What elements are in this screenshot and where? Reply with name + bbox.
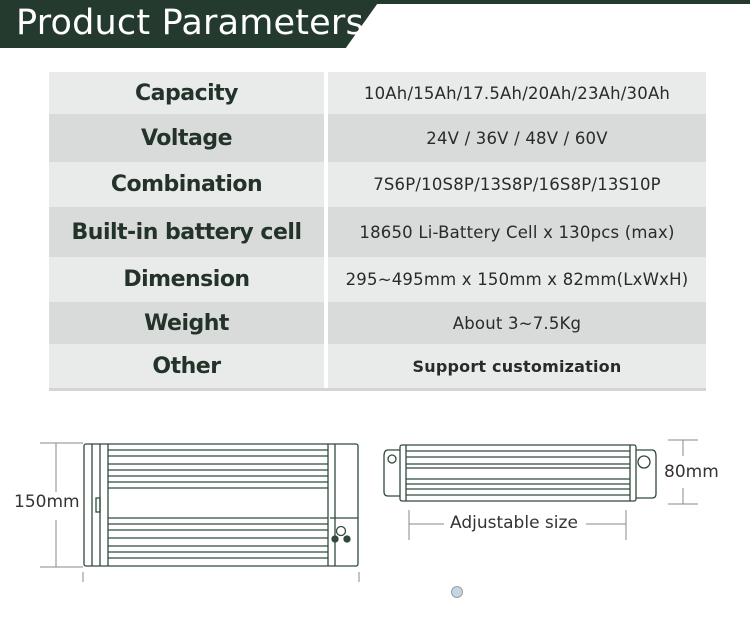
- parameters-table: Capacity 10Ah/15Ah/17.5Ah/20Ah/23Ah/30Ah…: [49, 72, 706, 388]
- param-value: 24V / 36V / 48V / 60V: [328, 114, 706, 162]
- table-bottom-border: [49, 388, 706, 391]
- param-value: Support customization: [328, 344, 706, 388]
- table-row-dimension: Dimension 295~495mm x 150mm x 82mm(LxWxH…: [49, 257, 706, 302]
- param-value: About 3~7.5Kg: [328, 302, 706, 344]
- table-row-other: Other Support customization: [49, 344, 706, 388]
- param-label: Built-in battery cell: [49, 207, 324, 257]
- param-label: Other: [49, 344, 324, 388]
- title-banner: [0, 0, 380, 48]
- table-row-battery-cell: Built-in battery cell 18650 Li-Battery C…: [49, 207, 706, 257]
- table-row-combination: Combination 7S6P/10S8P/13S8P/16S8P/13S10…: [49, 162, 706, 207]
- width-dimension-label: 150mm: [14, 492, 80, 512]
- height-dimension-label: 80mm: [664, 462, 719, 482]
- battery-side-view-diagram: [383, 439, 698, 540]
- param-value: 7S6P/10S8P/13S8P/16S8P/13S10P: [328, 162, 706, 207]
- param-label: Weight: [49, 302, 324, 344]
- param-label: Dimension: [49, 257, 324, 302]
- param-label: Voltage: [49, 114, 324, 162]
- battery-top-view-diagram: [40, 442, 360, 582]
- param-value: 295~495mm x 150mm x 82mm(LxWxH): [328, 257, 706, 302]
- page-title: Product Parameters: [16, 3, 364, 43]
- param-label: Combination: [49, 162, 324, 207]
- param-value: 18650 Li-Battery Cell x 130pcs (max): [328, 207, 706, 257]
- param-label: Capacity: [49, 72, 324, 114]
- table-row-voltage: Voltage 24V / 36V / 48V / 60V: [49, 114, 706, 162]
- watermark-icon: [451, 586, 463, 598]
- adjustable-size-label: Adjustable size: [450, 513, 578, 533]
- param-value: 10Ah/15Ah/17.5Ah/20Ah/23Ah/30Ah: [328, 72, 706, 114]
- table-row-weight: Weight About 3~7.5Kg: [49, 302, 706, 344]
- table-row-capacity: Capacity 10Ah/15Ah/17.5Ah/20Ah/23Ah/30Ah: [49, 72, 706, 114]
